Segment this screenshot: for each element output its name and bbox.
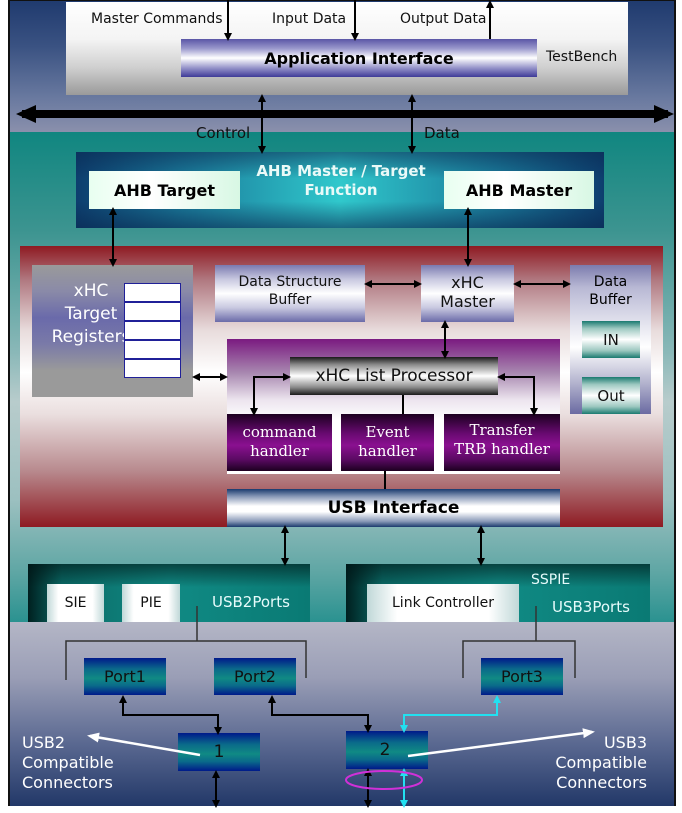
testbench-label: TestBench: [546, 49, 618, 65]
port2-connector2-arrow: [268, 695, 372, 733]
dsb-line2: Buffer: [268, 292, 312, 308]
sie-block: SIE: [47, 584, 104, 622]
usb2-caption-line3: Connectors: [22, 773, 113, 792]
output-data-label: Output Data: [400, 11, 487, 27]
control-label: Control: [196, 124, 251, 142]
target-registers-line1: xHC: [73, 281, 109, 301]
usb2-ports-label: USB2Ports: [212, 593, 290, 611]
data-buffer-in: IN: [582, 321, 640, 358]
port2-block: Port2: [214, 658, 296, 695]
usb2-caption-pointer: [87, 732, 201, 757]
diagram-frame: [8, 0, 676, 806]
pie-block: PIE: [122, 584, 180, 622]
register-cell: [124, 302, 181, 321]
transfer-handler-line2: TRB handler: [454, 440, 550, 458]
link-controller-block: Link Controller: [367, 584, 519, 622]
data-structure-buffer-block: Data Structure Buffer: [215, 265, 365, 322]
sspie-label: SSPIE: [531, 572, 571, 588]
usb3-caption-line3: Connectors: [556, 773, 647, 792]
application-interface-block: Application Interface: [181, 39, 537, 77]
list-processor-command-arrow: [250, 373, 291, 416]
target-registers-line2: Target: [64, 304, 118, 324]
data-buffer-line1: Data: [593, 274, 628, 290]
target-registers-line3: Registers: [51, 327, 131, 347]
usb3-caption-line2: Compatible: [555, 753, 647, 772]
xhc-master-block: xHC Master: [421, 265, 514, 322]
data-label: Data: [424, 124, 460, 142]
register-cell: [124, 321, 181, 340]
dsb-line1: Data Structure: [238, 274, 342, 290]
usb3-caption-line1: USB3: [603, 733, 647, 752]
register-cell: [124, 359, 181, 378]
ahb-function-title: AHB Master / Target Function: [236, 162, 446, 200]
connector-2-block: 2: [346, 731, 428, 769]
usb3-ports-label: USB3Ports: [552, 598, 630, 616]
usb2-caption-line1: USB2: [22, 733, 66, 752]
usb2-connectors-caption: USB2 Compatible Connectors: [22, 733, 114, 793]
event-handler-block: Event handler: [341, 414, 434, 471]
usb3-port-bracket: [462, 640, 576, 678]
port3-connector2-arrow: [400, 695, 501, 733]
ahb-title-line1: AHB Master / Target: [256, 162, 426, 180]
data-buffer-line2: Buffer: [589, 292, 632, 308]
input-data-label: Input Data: [272, 11, 347, 27]
command-handler-line1: command: [242, 423, 317, 441]
transfer-trb-handler-block: Transfer TRB handler: [444, 414, 560, 471]
event-handler-line1: Event: [365, 423, 410, 441]
ahb-master-block: AHB Master: [444, 171, 594, 209]
list-processor-transfer-arrow: [497, 373, 538, 416]
register-cell: [124, 283, 181, 302]
usb2-port-bracket: [65, 640, 307, 680]
command-handler-block: command handler: [227, 414, 332, 471]
connector2-highlight-ellipse: [345, 770, 423, 790]
ahb-title-line2: Function: [304, 181, 378, 199]
xhc-master-line2: Master: [440, 292, 495, 311]
data-buffer-out: Out: [582, 377, 640, 414]
register-cell: [124, 340, 181, 359]
ahb-target-block: AHB Target: [89, 171, 240, 209]
port1-block: Port1: [84, 658, 166, 695]
command-handler-line2: handler: [250, 442, 309, 460]
usb3-connectors-caption: USB3 Compatible Connectors: [553, 733, 647, 793]
target-registers-label: xHC Target Registers: [32, 280, 150, 349]
port1-connector1-arrow: [119, 695, 222, 735]
usb-interface-block: USB Interface: [227, 489, 560, 527]
usb2-caption-line2: Compatible: [22, 753, 114, 772]
master-commands-label: Master Commands: [91, 11, 223, 27]
usb3-caption-pointer: [407, 728, 595, 758]
xhc-master-line1: xHC: [451, 273, 484, 292]
port3-block: Port3: [481, 658, 563, 695]
transfer-handler-line1: Transfer: [469, 421, 535, 439]
connector-1-block: 1: [178, 733, 260, 771]
event-handler-line2: handler: [358, 442, 417, 460]
xhc-list-processor-block: xHC List Processor: [290, 357, 498, 395]
